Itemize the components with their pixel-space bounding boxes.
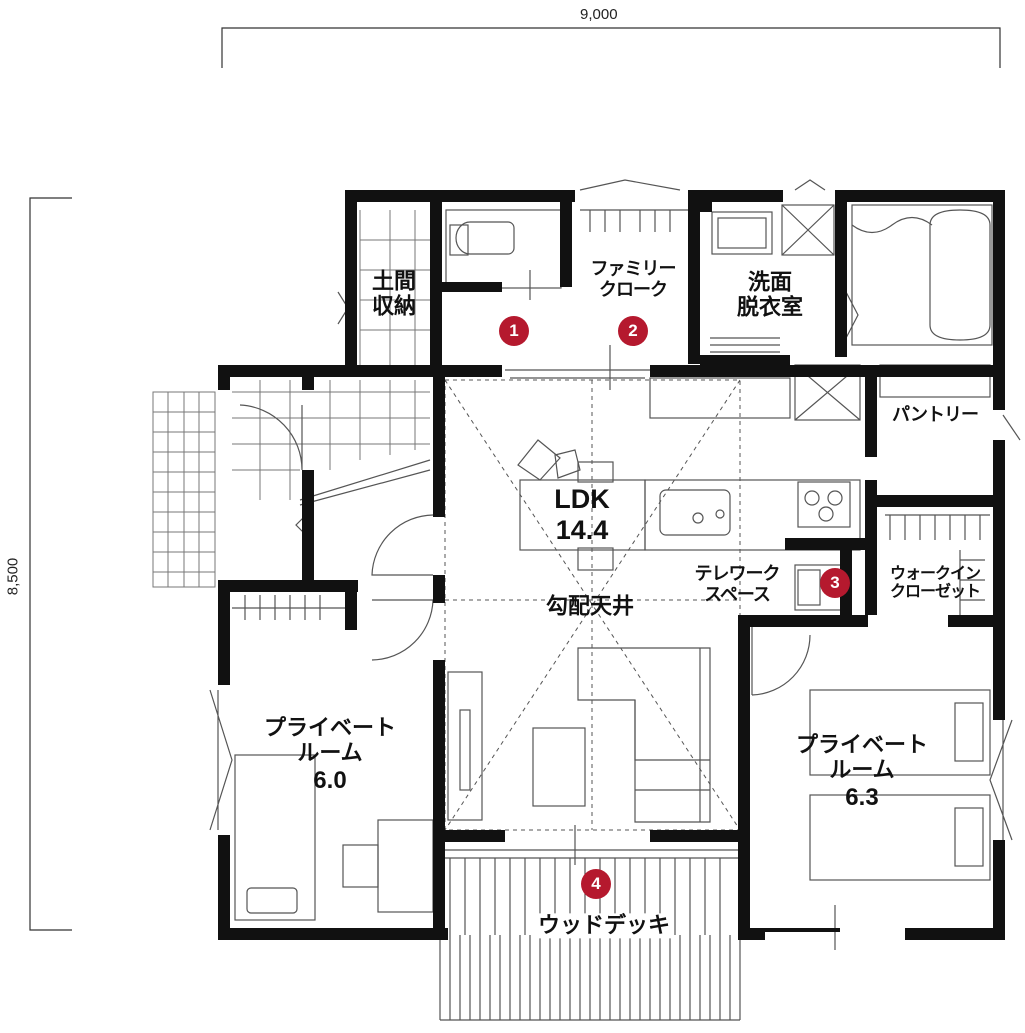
- doma-label: 土間: [371, 269, 417, 295]
- private-left-size: 6.0: [313, 766, 347, 794]
- cloak-label: クローク: [599, 279, 668, 300]
- private-room-left-label: プライベート ルーム 6.0: [264, 716, 396, 794]
- walkin-line1: ウォークイン: [889, 563, 981, 583]
- private-left-line2: ルーム: [297, 741, 363, 767]
- wash-label: 洗面: [747, 270, 793, 296]
- ldk-size: 14.4: [555, 515, 609, 545]
- dimension-lines: [29, 27, 1001, 931]
- entrance-tiles: [152, 210, 430, 588]
- width-dimension: 9,000: [580, 6, 618, 23]
- walls: [218, 190, 1005, 940]
- private-room-right-label: プライベート ルーム 6.3: [796, 733, 928, 811]
- storage-label: 収納: [371, 295, 417, 320]
- marker-1: 1: [499, 316, 529, 346]
- depth-dimension: 8,500: [4, 557, 22, 596]
- ldk-name: LDK: [554, 483, 610, 514]
- private-right-line1: プライベート: [795, 732, 929, 758]
- family-label: ファミリー: [590, 258, 677, 280]
- private-right-size: 6.3: [845, 783, 879, 811]
- telework-line2: スペース: [704, 584, 771, 605]
- wood-deck-label: ウッドデッキ: [533, 913, 675, 939]
- walkin-line2: クローゼット: [889, 582, 981, 601]
- dressing-label: 脱衣室: [736, 296, 804, 321]
- telework-label: テレワーク スペース: [694, 563, 781, 605]
- sloped-ceiling-label: 勾配天井: [545, 594, 635, 620]
- washroom-label: 洗面 脱衣室: [737, 271, 803, 322]
- family-cloak-label: ファミリー クローク: [590, 258, 677, 300]
- doma-storage-label: 土間 収納: [372, 270, 416, 321]
- marker-2: 2: [618, 316, 648, 346]
- marker-4: 4: [581, 869, 611, 899]
- private-right-line2: ルーム: [829, 758, 895, 784]
- telework-line1: テレワーク: [694, 563, 781, 585]
- pantry-label: パントリー: [892, 404, 979, 426]
- walk-in-closet-label: ウォークイン クローゼット: [889, 563, 981, 602]
- marker-3: 3: [820, 568, 850, 598]
- private-left-line1: プライベート: [263, 715, 397, 741]
- ldk-label: LDK 14.4: [554, 484, 610, 546]
